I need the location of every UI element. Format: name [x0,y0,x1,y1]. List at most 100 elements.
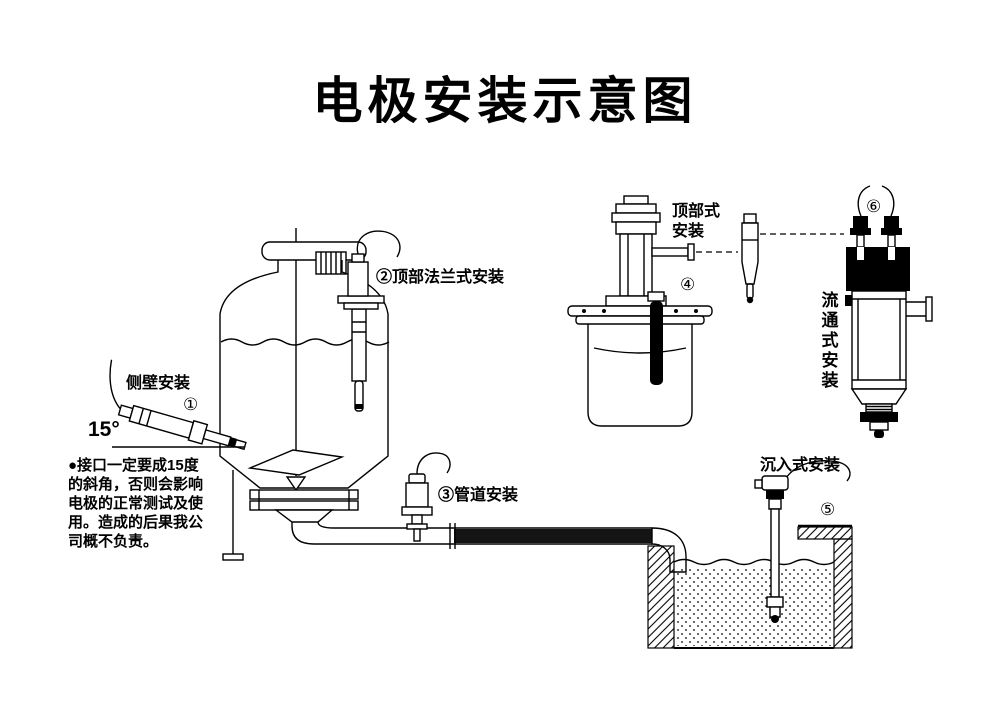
note-line-1: ●接口一定要成15度 [68,456,200,474]
bottom-tip [874,430,884,438]
agitator-blade [247,449,345,476]
electrode-rod [650,301,663,385]
probe-cable [416,452,451,475]
circled-number-6: ⑥ [866,197,881,216]
head-slot-left [857,247,864,260]
flow-through-label: 流 通 式 安 装 [821,290,839,390]
pipeline-probe [401,452,451,542]
side-wall-label: 侧壁安装 [126,373,190,392]
lid-bolt [602,309,606,313]
electrode-ball-tip [746,296,754,304]
top-type-label-line1: 顶部式 [672,201,720,220]
circled-number-4: ④ [680,275,695,294]
flow-through-cell [845,185,933,438]
electrode-stem [746,283,754,299]
electrode-body [741,222,759,285]
electrode-marks [352,321,366,333]
probe-tip [233,438,247,451]
cell-body [851,290,907,390]
bottom-neck [869,421,889,431]
ground-strip [797,526,853,540]
connector-left-stem [856,234,865,248]
probe-collar [401,506,433,516]
probe-neck [768,498,782,510]
probe-ball-tip [771,615,779,623]
cylinder-lines [627,234,645,296]
probe-cap [408,473,426,484]
electrode-tip-band [355,404,363,409]
pipe-dark-segment [454,529,652,543]
probe-stem [202,429,232,447]
pipe-coupling [449,523,456,549]
detached-electrode [741,213,759,304]
sump-pit [647,524,853,649]
actuator-cylinder [619,233,653,297]
lid-bolt [582,309,586,313]
flow-label-char-1: 流 [822,290,839,310]
connector-right-stem [887,234,896,248]
flow-label-char-4: 安 [822,350,839,370]
probe-tip-in-pipe [413,528,421,542]
pipeline [291,521,687,573]
pipe-boss [406,523,428,530]
probe-lower-collar [766,596,784,608]
actuator-disc-1 [615,203,657,214]
actuator-knob [623,195,649,205]
outlet-funnel [273,509,334,523]
note-line-5: 司概不负责。 [68,532,158,550]
side-wall-probe [109,359,247,451]
connector-right-nut [881,228,902,235]
top-type-label-line2: 安装 [672,221,704,240]
electrode-shaft-in-tank [351,308,367,382]
pit-right-wall [833,538,853,649]
outlet-flange [925,296,933,322]
mount-flange-lower [343,302,379,310]
bottom-flange-lower [249,500,359,511]
pit-left-wall [647,545,675,649]
connector-left-nut [850,228,871,235]
flow-label-char-2: 通 [822,311,839,330]
pit-water-surface [673,558,835,566]
top-flange-probe [337,230,401,412]
probe-body [405,482,429,508]
vessel-body [587,324,693,427]
probe-eye [754,479,763,489]
thread-lines [866,405,892,411]
flow-label-char-3: 式 [822,330,839,350]
vessel-lid-lower [575,315,705,325]
probe-cable [109,359,123,412]
circled-number-5: ⑤ [820,500,835,519]
vessel-lid-upper [567,305,713,317]
pipeline-label: ③管道安装 [438,485,518,504]
warning-note: ●接口一定要成15度 的斜角，否则会影响 电极的正常测试及使 用。造成的后果我公… [68,456,204,550]
circled-number-1: ① [183,395,198,414]
knurl-lines [320,252,342,274]
cell-side-tab [845,295,852,306]
cell-body-lines [852,298,906,381]
cable-left [857,185,871,217]
agitator-tip [285,476,307,492]
submersion-probe [754,460,851,623]
note-line-4: 用。造成的后果我公 [68,513,203,531]
mount-flange-upper [337,295,385,304]
actuator-disc-2 [611,212,661,223]
connector-right-plug [884,216,899,228]
cable-right [881,185,895,217]
probe-head [761,475,789,491]
head-slot-right [888,247,895,260]
angle-15-label: 15° [88,418,120,441]
pipe-bottom-edge [291,522,652,545]
lid-bolt [674,309,678,313]
pit-water-dots [676,568,832,646]
electrode-cap [351,253,365,263]
pipe-top-edge [317,521,652,529]
note-line-3: 电极的正常测试及使 [68,494,204,512]
vessel-liquid-line [593,347,687,354]
bottom-flange-upper [249,489,359,500]
electrode-cable [356,230,401,258]
outlet-pipe [906,301,926,317]
note-line-2: 的斜角，否则会影响 [68,475,203,493]
lid-bolt [694,309,698,313]
